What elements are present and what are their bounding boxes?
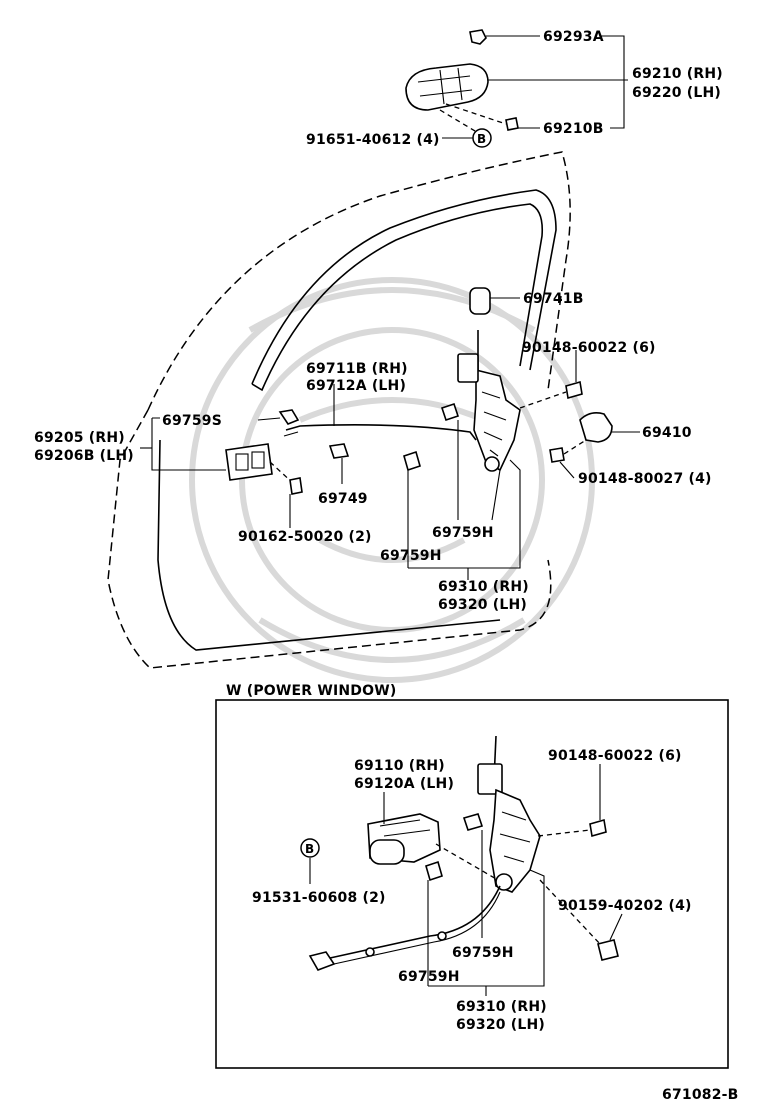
clip-69759h-right-part: [440, 402, 460, 422]
inside-handle-group: 69205 (RH) 69206B (LH) 90162-50020 (2): [34, 417, 372, 545]
label-69206b-lh: 69206B (LH): [34, 448, 134, 464]
label-69310-rh-b: 69310 (RH): [456, 999, 547, 1015]
figure-code: 671082-B: [662, 1087, 739, 1103]
label-90159: 90159-40202 (4): [558, 898, 692, 914]
callout-b-letter-lower: B: [305, 842, 314, 856]
door-lock-actuator-group: 69110 (RH) 69120A (LH): [354, 758, 499, 881]
clip-69293a-part: [469, 29, 487, 45]
lock-knob-69741b-part: [469, 287, 491, 315]
section-label-power-window: W (POWER WINDOW): [226, 683, 396, 699]
screw-90162-part: [289, 477, 303, 495]
clip-69759s-part: [278, 409, 300, 425]
label-69110-rh: 69110 (RH): [354, 758, 445, 774]
cable-end-part: [308, 951, 336, 971]
label-69759h-b: 69759H: [380, 548, 442, 564]
inside-handle-rod-group: 69711B (RH) 69712A (LH): [283, 361, 477, 441]
label-69310-rh-a: 69310 (RH): [438, 579, 529, 595]
label-69712a-lh: 69712A (LH): [306, 378, 406, 394]
label-69205-rh: 69205 (RH): [34, 430, 125, 446]
door-outline: [107, 151, 571, 669]
label-69741b: 69741B: [523, 291, 584, 307]
door-lock-assembly-lower: [308, 735, 541, 971]
label-69759h-d: 69759H: [398, 969, 460, 985]
clip-69759h-lower-left-part: [425, 860, 443, 882]
label-69293a: 69293A: [543, 29, 604, 45]
label-69210b: 69210B: [543, 121, 604, 137]
clip-69759h-lower-right-part: [462, 813, 484, 831]
power-window-frame: [215, 699, 729, 1069]
label-90148-80027: 90148-80027 (4): [578, 471, 712, 487]
lock-knob-group: 69741B: [469, 287, 584, 370]
label-90162: 90162-50020 (2): [238, 529, 372, 545]
label-69220-lh: 69220 (LH): [632, 85, 721, 101]
label-90148-60022-c: 90148-60022 (6): [548, 748, 682, 764]
screw-90148-60022-lower-part: [589, 818, 607, 838]
callout-b-letter: B: [477, 132, 486, 146]
callout-b-marker-lower: [300, 838, 320, 858]
label-69759s: 69759S: [162, 413, 222, 429]
screw-90148-80027-part: [549, 447, 565, 463]
label-69759h-c: 69759H: [452, 945, 514, 961]
label-91651: 91651-40612 (4): [306, 132, 440, 148]
screw-69210b-part: [505, 117, 519, 131]
label-69210-rh: 69210 (RH): [632, 66, 723, 82]
screw-90148-60022-upper-part: [565, 380, 583, 400]
label-69759h-a: 69759H: [432, 525, 494, 541]
outside-handle-part: [405, 63, 489, 111]
label-69320-lh-b: 69320 (LH): [456, 1017, 545, 1033]
inside-handle-69205-part: [225, 443, 273, 481]
clip-69749-part: [328, 443, 350, 459]
clip-69759h-left-part: [403, 450, 421, 472]
label-69320-lh-a: 69320 (LH): [438, 597, 527, 613]
label-69749: 69749: [318, 491, 368, 507]
screw-90159-part: [597, 939, 619, 961]
label-69711b-rh: 69711B (RH): [306, 361, 408, 377]
door-lock-assembly-upper: [457, 353, 521, 472]
label-69410: 69410: [642, 425, 692, 441]
outside-handle-group: 69293A 69210 (RH) 69220 (LH) 69210B B 91…: [306, 29, 723, 148]
striker-69410-part: [579, 412, 613, 443]
label-90148-60022-a: 90148-60022 (6): [522, 340, 656, 356]
label-91531: 91531-60608 (2): [252, 890, 386, 906]
label-69120a-lh: 69120A (LH): [354, 776, 454, 792]
